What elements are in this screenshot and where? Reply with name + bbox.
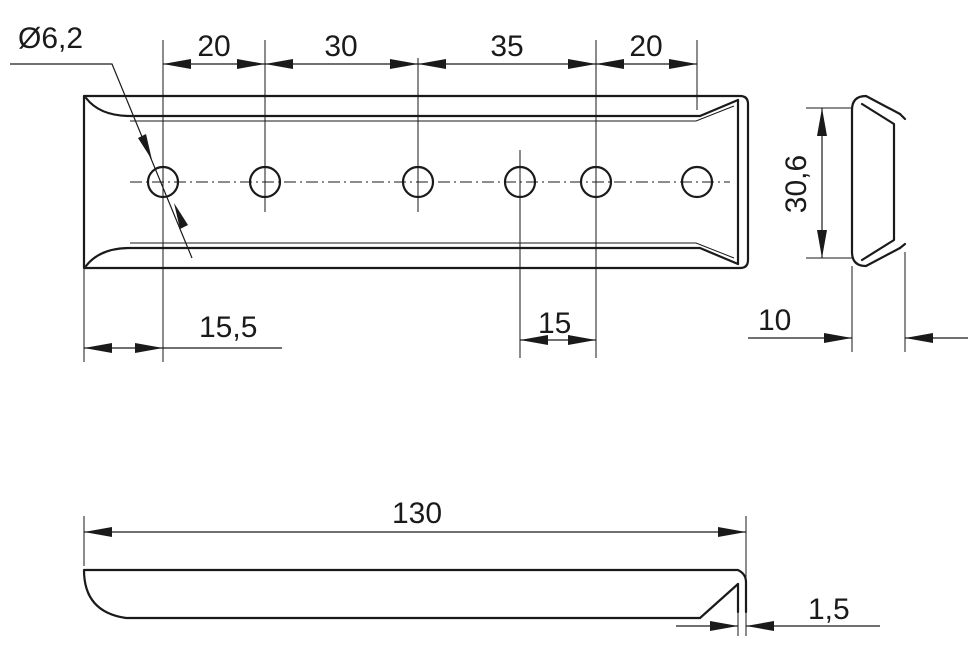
lower-flange-line-2	[130, 242, 735, 259]
plate-outline	[82, 94, 750, 270]
arrow	[817, 108, 827, 136]
profile-outline-inner	[860, 102, 907, 262]
arrow	[418, 59, 446, 69]
front-outline	[82, 568, 748, 620]
profile-outline-outer	[850, 94, 902, 268]
height-label: 30,6	[780, 155, 813, 213]
arrow	[390, 59, 418, 69]
hole-diameter-label: Ø6,2	[18, 22, 83, 55]
arrow	[817, 230, 827, 258]
arrow	[84, 527, 112, 537]
upper-flange-line	[84, 96, 740, 118]
front-view: 130 1,5	[82, 497, 880, 636]
side-view: 30,6 10	[748, 94, 968, 352]
arrow	[520, 335, 548, 345]
top-view: 20 30 35 20 Ø6,2 15,5 15	[10, 22, 750, 362]
arrow	[746, 621, 774, 631]
arrow	[905, 333, 933, 343]
hole-spacing-label: 15	[538, 307, 571, 340]
pitch-label-4: 20	[629, 30, 662, 63]
diameter-leader	[10, 63, 193, 259]
arrow	[568, 59, 596, 69]
arrow	[596, 59, 624, 69]
arrow	[710, 621, 738, 631]
depth-label: 10	[758, 304, 791, 337]
arrow	[824, 333, 852, 343]
arrow	[237, 59, 265, 69]
arrow	[174, 203, 188, 229]
pitch-label-3: 35	[490, 30, 523, 63]
arrow	[138, 134, 152, 160]
arrow	[163, 59, 191, 69]
thickness-label: 1,5	[808, 593, 850, 626]
arrow	[669, 59, 697, 69]
length-label: 130	[392, 497, 442, 530]
upper-flange-line-2	[130, 105, 735, 122]
arrow	[84, 343, 112, 353]
edge-dimension-label: 15,5	[199, 311, 257, 344]
arrow	[265, 59, 293, 69]
pitch-label-2: 30	[324, 30, 357, 63]
lower-flange-line	[84, 246, 740, 268]
pitch-label-1: 20	[197, 30, 230, 63]
arrow	[718, 527, 746, 537]
arrow	[568, 335, 596, 345]
arrow	[135, 343, 163, 353]
